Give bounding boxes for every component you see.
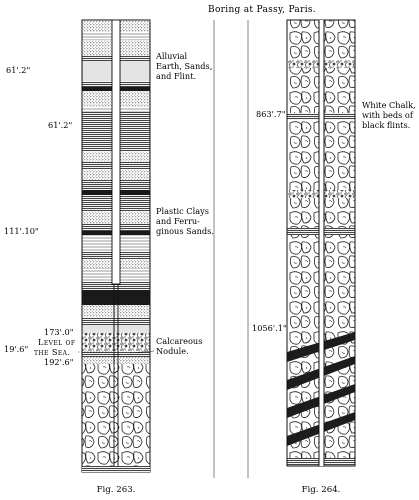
depth-marker: 19'.6" [4, 344, 28, 354]
depth-marker: 1056'.1" [252, 323, 287, 333]
label-calcareous-nodule: Nodule. [156, 346, 189, 356]
label-white-chalk: with beds of [362, 110, 414, 120]
figure-caption: Fig. 264. [302, 485, 341, 495]
figure-title: Boring at Passy, Paris. [208, 5, 316, 15]
sea-level-label: the Sea. [34, 347, 70, 357]
figure-caption: Fig. 263. [97, 485, 136, 495]
depth-marker: 61'.2" [48, 120, 72, 130]
depth-marker: 111'.10" [4, 226, 39, 236]
depth-marker: 61'.2" [6, 65, 30, 75]
depth-marker: 173'.0" [44, 327, 73, 337]
label-alluvial: Alluvial [155, 51, 188, 61]
sea-level-label: Level of [38, 337, 75, 347]
label-alluvial: and Flint. [156, 71, 196, 81]
depth-marker: 863'.7" [256, 109, 285, 119]
label-plastic-clays: ginous Sands. [156, 226, 214, 236]
label-plastic-clays: Plastic Clays [156, 206, 209, 216]
label-plastic-clays: and Ferru- [156, 216, 200, 226]
label-white-chalk: White Chalk, [362, 100, 416, 110]
fig263-bottom-hatch [82, 466, 150, 472]
fig264-bore-pipe [318, 20, 325, 466]
label-alluvial: Earth, Sands, [156, 61, 212, 71]
fig263-bore-pipe [111, 19, 121, 472]
depth-marker: 192'.6" [44, 357, 73, 367]
label-white-chalk: black flints. [362, 120, 410, 130]
label-calcareous-nodule: Calcareous [156, 336, 202, 346]
leader-line [129, 350, 155, 354]
